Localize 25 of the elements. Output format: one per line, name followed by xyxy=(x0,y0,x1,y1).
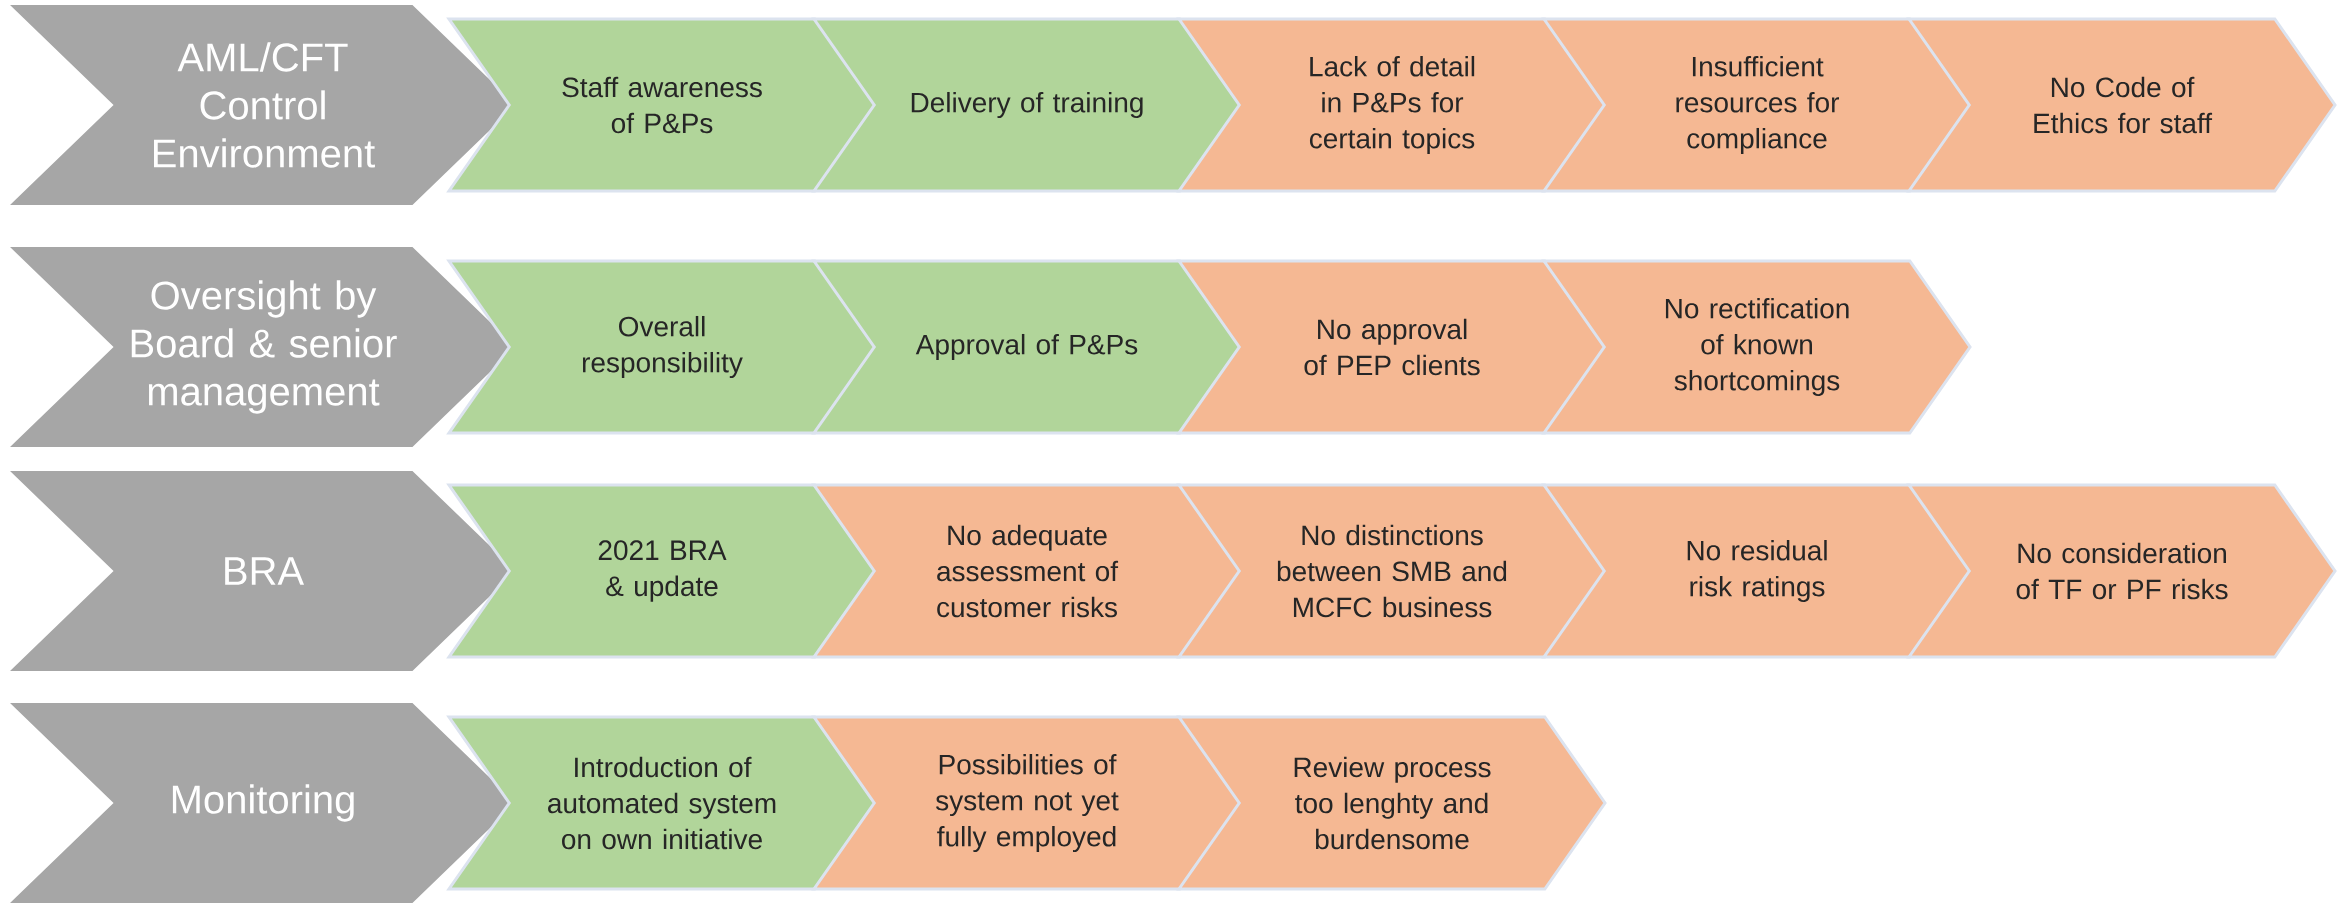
node-label: No consideration of TF or PF risks xyxy=(2016,542,2228,600)
node-label: No Code of Ethics for staff xyxy=(2034,76,2213,134)
strength-step: Approval of P&Ps xyxy=(811,259,1242,435)
weakness-step: No residual risk ratings xyxy=(1541,483,1972,659)
strength-step: Delivery of training xyxy=(811,17,1242,193)
node-label: Possibilities of system not yet fully employed xyxy=(935,753,1119,853)
weakness-step: No rectification of known shortcomings xyxy=(1541,259,1972,435)
weakness-step: Review process too lenghty and burdensome xyxy=(1176,715,1607,891)
weakness-step: Possibilities of system not yet fully employed xyxy=(811,715,1242,891)
weakness-step: Lack of detail in P&Ps for certain topics xyxy=(1176,17,1607,193)
strength-step: 2021 BRA & update xyxy=(446,483,877,659)
category-step: AML/CFT Control Environment xyxy=(10,5,516,205)
weakness-step: No approval of PEP clients xyxy=(1176,259,1607,435)
weakness-step: No Code of Ethics for staff xyxy=(1906,17,2337,193)
strength-step: Overall responsibility xyxy=(446,259,877,435)
category-step: Oversight by Board & senior management xyxy=(10,247,516,447)
weakness-step: Insufficient resources for compliance xyxy=(1541,17,1972,193)
strength-step: Introduction of automated system on own initiative xyxy=(446,715,877,891)
weakness-step: No consideration of TF or PF risks xyxy=(1906,483,2337,659)
strength-step: Staff awareness of P&Ps xyxy=(446,17,877,193)
weakness-step: No adequate assessment of customer risks xyxy=(811,483,1242,659)
category-step: Monitoring xyxy=(10,703,516,903)
node-label: Review process too lenghty and burdensome xyxy=(1294,756,1491,850)
weakness-step: No distinctions between SMB and MCFC business xyxy=(1176,483,1607,659)
category-step: BRA xyxy=(10,471,516,671)
